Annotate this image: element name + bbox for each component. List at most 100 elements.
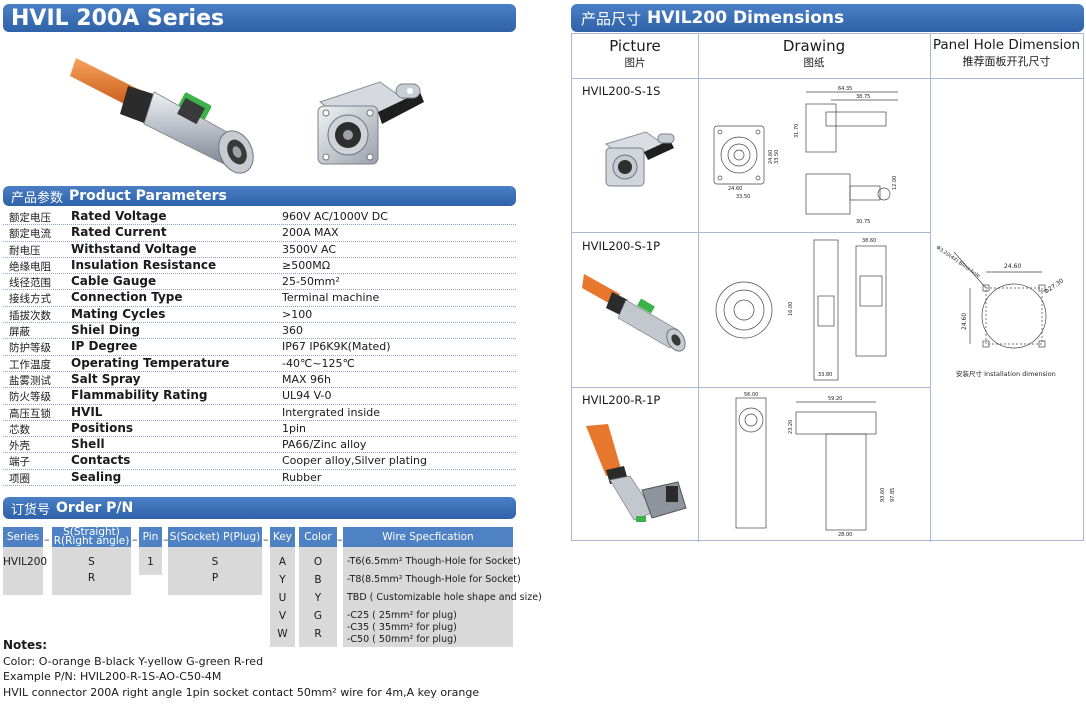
param-en-label: Rated Voltage [71, 209, 167, 223]
dim-label: 33.50 [736, 194, 750, 200]
param-value: -40℃~125℃ [282, 356, 355, 370]
param-en-label: Shell [71, 437, 105, 452]
color-value: R [314, 628, 322, 640]
col-header-panel-cn: 推荐面板开孔尺寸 [962, 55, 1051, 68]
notes-line: Example P/N: HVIL200-R-1S-AO-C50-4M [3, 670, 222, 683]
separator-dash: – [132, 533, 138, 546]
dim-label: 28.00 [838, 532, 852, 538]
color-value: B [314, 574, 322, 586]
col-header-drawing: Drawing 图纸 [698, 37, 930, 70]
param-en-label: Contacts [71, 453, 131, 468]
param-cn-label: 额定电流 [9, 228, 51, 241]
param-value: 360 [282, 324, 303, 338]
order-header-type-right-angle: R(Right angle) [53, 535, 130, 547]
dim-label: 12.00 [892, 176, 898, 190]
dim-label: 38.75 [856, 94, 870, 100]
panel-hole-note: Φ3.20(4X) Blind hole [935, 245, 981, 280]
col-header-picture-en: Picture [609, 37, 661, 55]
col-header-panel: Panel Hole Dimension 推荐面板开孔尺寸 [930, 37, 1083, 69]
plug-connector-image [68, 38, 278, 178]
order-col-socket-plug: S P [168, 547, 262, 595]
param-cn-label: 线径范围 [9, 277, 51, 290]
dim-label: 16.00 [788, 302, 794, 316]
param-cn-label: 项圈 [9, 472, 30, 485]
param-cn-label: 绝缘电阻 [9, 260, 51, 273]
key-value: Y [279, 574, 286, 586]
param-en-label: Cable Gauge [71, 274, 157, 289]
param-value: IP67 IP6K9K(Mated) [282, 340, 391, 354]
param-cn-label: 端子 [9, 456, 30, 469]
dim-label: 97.85 [890, 488, 896, 502]
series-value: HVIL200 [3, 556, 48, 568]
order-col-type: S R [52, 547, 131, 595]
color-value: O [313, 556, 323, 568]
panel-width-label: 24.60 [1004, 263, 1021, 270]
dimensions-band: 产品尺寸 HVIL200 Dimensions [571, 4, 1084, 32]
wire-option: -C50 ( 50mm² for plug) [347, 634, 457, 645]
panel-diameter-label: Φ27.30 [1043, 277, 1065, 295]
straight-plug-photo [582, 274, 686, 352]
socket-photo [604, 131, 675, 187]
param-value: >100 [282, 307, 313, 321]
param-cn-label: 外壳 [9, 440, 30, 453]
param-cn-label: 工作温度 [9, 358, 51, 371]
color-value: Y [314, 592, 322, 604]
row-divider [572, 387, 930, 388]
param-cn-label: 盐雾测试 [9, 374, 51, 387]
type-value-r: R [87, 572, 96, 584]
params-title-en: Product Parameters [69, 188, 227, 204]
param-en-label: Insulation Resistance [71, 257, 217, 272]
param-cn-label: 屏蔽 [9, 326, 30, 339]
param-value: 3500V AC [282, 242, 337, 256]
drawing-hvil200-r-1p: 56.00 59.20 23.20 93.60 97.85 28.00 [735, 392, 896, 538]
param-en-label: Positions [71, 420, 134, 435]
panel-caption: 安装尺寸 Installation dimension [956, 369, 1056, 378]
order-header-color: Color [299, 527, 337, 547]
sp-value-s: S [211, 556, 219, 568]
order-header-type: S(Straight) R(Right angle) [52, 527, 131, 547]
separator-dash: – [44, 533, 50, 546]
type-value-s: S [88, 556, 95, 568]
key-value: W [277, 628, 288, 640]
column-divider [930, 34, 931, 542]
order-pn-band: 订货号 Order P/N [3, 497, 516, 519]
separator-dash: – [163, 533, 169, 546]
param-row: 盐雾测试 Salt Spray MAX 96h [3, 371, 516, 389]
dimensions-title-cn: 产品尺寸 [581, 9, 642, 28]
model-label: HVIL200-S-1P [582, 239, 661, 253]
col-header-panel-en: Panel Hole Dimension [932, 37, 1081, 53]
param-en-label: Connection Type [71, 290, 183, 305]
param-value: 200A MAX [282, 226, 339, 240]
wire-option: -T6(6.5mm² Though-Hole for Socket) [347, 556, 521, 567]
param-value: UL94 V-0 [282, 389, 332, 403]
param-cn-label: 接线方式 [9, 293, 51, 306]
param-en-label: Salt Spray [71, 371, 141, 386]
param-en-label: Flammability Rating [71, 388, 208, 403]
param-value: Terminal machine [282, 291, 380, 305]
drawing-hvil200-s-1s: 64.35 38.75 31.70 24.60 33.50 24.60 12.0… [713, 86, 898, 225]
drawing-hvil200-s-1p: 16.00 33.80 38.60 [715, 238, 887, 381]
param-row: 接线方式 Connection Type Terminal machine [3, 290, 516, 307]
param-value: MAX 96h [282, 372, 332, 386]
param-value: ≥500MΩ [282, 258, 331, 272]
separator-dash: – [337, 533, 343, 546]
param-cn-label: 插拔次数 [9, 309, 51, 322]
panel-hole-drawing: Φ3.20(4X) Blind hole 24.60 24.60 Φ27.30 … [935, 245, 1065, 378]
order-col-key: A Y U V W [270, 547, 295, 647]
param-cn-label: 防护等级 [9, 342, 51, 355]
order-header-type-straight: S(Straight) [63, 526, 120, 538]
param-cn-label: 额定电压 [9, 212, 51, 224]
param-value: 960V AC/1000V DC [282, 210, 388, 223]
wire-option: -T8(8.5mm² Though-Hole for Socket) [347, 574, 521, 585]
